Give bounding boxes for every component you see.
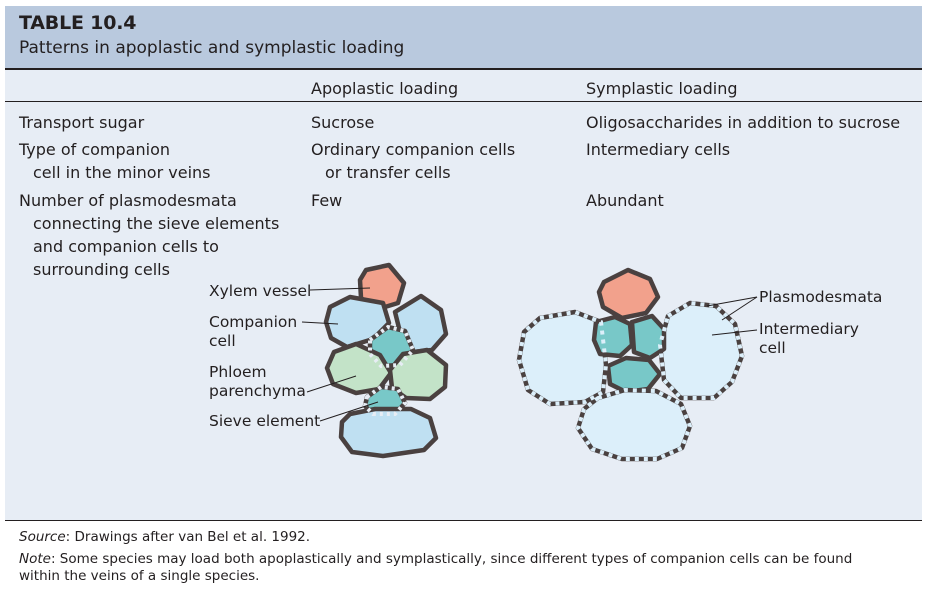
table-number: TABLE 10.4 xyxy=(19,12,137,34)
apoplastic-diagram xyxy=(323,262,449,459)
label-phloem: Phloem xyxy=(209,363,267,381)
label-plasmodesmata: Plasmodesmata xyxy=(759,288,883,306)
cell-apoplastic-plasmodesmata: Few xyxy=(311,191,343,210)
table-body-panel xyxy=(5,70,922,520)
row-label-plasmodesmata: Number of plasmodesmata xyxy=(19,191,237,210)
footer-source: Source: Drawings after van Bel et al. 19… xyxy=(19,529,310,546)
cell-symplastic-sugar: Oligosaccharides in addition to sucrose xyxy=(586,113,901,132)
sieve-element-sym-right xyxy=(629,313,667,361)
intermediary-cell-right xyxy=(657,300,745,401)
symplastic-plasmodesmata-dashes xyxy=(516,300,745,461)
table-title: Patterns in apoplastic and symplastic lo… xyxy=(19,38,405,58)
row-label-plasmodesmata-3: and companion cells to xyxy=(33,237,219,256)
basal-companion-cell xyxy=(338,406,439,459)
cell-apoplastic-companion-cont: or transfer cells xyxy=(325,163,451,182)
cell-symplastic-plasmodesmata: Abundant xyxy=(586,191,664,210)
apoplastic-plasmodesmata-dashes xyxy=(362,324,416,416)
cell-apoplastic-sugar: Sucrose xyxy=(311,113,375,132)
label-companion: Companion xyxy=(209,313,298,331)
row-label-companion-type-cont: cell in the minor veins xyxy=(33,163,211,182)
cell-symplastic-companion: Intermediary cells xyxy=(586,140,731,159)
label-companion-cell: cell xyxy=(209,332,236,350)
xylem-vessel-cell-sym xyxy=(596,267,661,321)
table-header: TABLE 10.4 Patterns in apoplastic and sy… xyxy=(5,6,922,68)
footer-note-cont: within the veins of a single species. xyxy=(19,568,260,584)
label-xylem-vessel: Xylem vessel xyxy=(209,282,312,300)
leader-parenchyma xyxy=(306,375,357,393)
leader-intermediary xyxy=(711,329,758,336)
sieve-element-sym-lower xyxy=(605,355,663,395)
label-sieve-element: Sieve element xyxy=(209,412,321,430)
footer-rule xyxy=(5,520,922,521)
note-text: : Some species may load both apoplastica… xyxy=(50,551,853,567)
header-rule xyxy=(5,68,922,70)
leader-xylem xyxy=(309,287,371,291)
row-label-plasmodesmata-2: connecting the sieve elements xyxy=(33,214,280,233)
row-label-companion-type: Type of companion xyxy=(19,140,170,159)
label-intermediary-cell: cell xyxy=(759,339,786,357)
leader-companion xyxy=(301,321,339,325)
row-label-plasmodesmata-4: surrounding cells xyxy=(33,260,170,279)
label-parenchyma: parenchyma xyxy=(209,382,306,400)
column-head-symplastic: Symplastic loading xyxy=(586,79,738,98)
footer-note: Note: Some species may load both apoplas… xyxy=(19,551,852,568)
leader-plasmodesmata-1 xyxy=(706,296,758,307)
sieve-element-sym-left xyxy=(591,314,635,359)
leader-lines xyxy=(301,287,758,422)
leader-sieve xyxy=(319,401,379,422)
column-head-rule xyxy=(5,101,922,102)
source-text: : Drawings after van Bel et al. 1992. xyxy=(65,529,311,545)
label-intermediary: Intermediary xyxy=(759,320,859,338)
symplastic-diagram xyxy=(516,267,745,462)
note-label: Note xyxy=(19,551,51,567)
row-label-transport-sugar: Transport sugar xyxy=(19,113,145,132)
source-label: Source xyxy=(19,529,66,545)
leader-plasmodesmata-2 xyxy=(721,296,758,321)
cell-apoplastic-companion: Ordinary companion cells xyxy=(311,140,516,159)
intermediary-cell-left xyxy=(516,309,609,407)
column-head-apoplastic: Apoplastic loading xyxy=(311,79,459,98)
